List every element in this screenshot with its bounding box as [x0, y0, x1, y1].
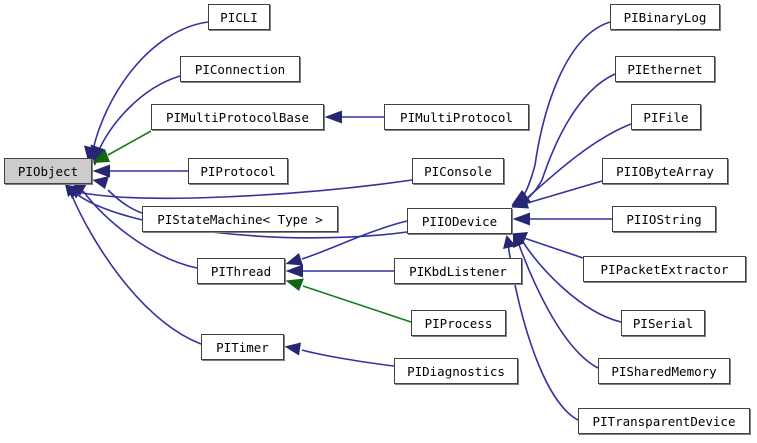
class-node-label: PIThread: [210, 263, 272, 279]
class-node-pikbdlistener[interactable]: PIKbdListener: [394, 258, 522, 284]
class-node-pithread[interactable]: PIThread: [197, 258, 285, 284]
class-node-piconnection[interactable]: PIConnection: [180, 56, 300, 82]
class-node-piobject[interactable]: PIObject: [4, 158, 92, 184]
class-node-label: PIKbdListener: [409, 263, 507, 279]
class-node-piserial[interactable]: PISerial: [621, 310, 705, 336]
class-node-pidiagnostics[interactable]: PIDiagnostics: [394, 358, 518, 384]
class-node-pisharedmemory[interactable]: PISharedMemory: [598, 358, 730, 384]
class-node-label: PISerial: [632, 315, 694, 331]
edge-piserial-piiodevice: [522, 241, 622, 323]
class-node-label: PIPacketExtractor: [600, 261, 729, 277]
class-node-label: PIConsole: [424, 163, 492, 179]
class-node-piethernet[interactable]: PIEthernet: [615, 56, 715, 82]
class-node-label: PIMultiProtocol: [400, 109, 513, 125]
class-node-label: PITimer: [216, 339, 269, 355]
class-node-label: PIStateMachine< Type >: [157, 211, 323, 227]
edge-pipacketextractor-piiodevice: [523, 237, 584, 259]
edge-piiobytearray-piiodevice: [523, 180, 603, 205]
class-node-label: PITransparentDevice: [592, 413, 736, 429]
edge-picli-piobject: [91, 21, 209, 153]
class-node-label: PIProcess: [424, 315, 493, 331]
class-node-label: PIFile: [643, 109, 689, 125]
class-node-piiobytearray[interactable]: PIIOByteArray: [602, 158, 728, 184]
edge-piiodevice-pithread: [301, 220, 408, 260]
class-node-pibinarylog[interactable]: PIBinaryLog: [610, 4, 720, 30]
arrowhead-public: [324, 110, 342, 124]
arrowhead-public: [90, 144, 105, 166]
class-node-label: PIConnection: [194, 61, 286, 77]
edge-pibinarylog-piiodevice: [515, 21, 611, 206]
arrowhead-public: [513, 235, 525, 248]
class-node-label: PIIOByteArray: [616, 163, 714, 179]
edge-piprocess-pithread: [302, 285, 412, 323]
class-node-pipacketextractor[interactable]: PIPacketExtractor: [583, 256, 746, 282]
class-node-label: PIEthernet: [627, 61, 703, 77]
class-node-label: PIIODevice: [421, 213, 498, 229]
class-node-label: PIIOString: [626, 211, 702, 227]
class-node-label: PICLI: [220, 9, 258, 25]
class-node-pistatemachine[interactable]: PIStateMachine< Type >: [142, 206, 338, 232]
arrowhead-public: [92, 176, 109, 189]
class-node-label: PISharedMemory: [611, 363, 717, 379]
class-node-pitimer[interactable]: PITimer: [201, 334, 284, 360]
arrowhead-public: [284, 342, 301, 356]
class-node-picli[interactable]: PICLI: [208, 4, 270, 30]
arrowhead-protected: [285, 278, 304, 291]
class-node-pimultiprotocolbase[interactable]: PIMultiProtocolBase: [151, 104, 324, 130]
class-node-label: PIDiagnostics: [407, 363, 505, 379]
class-node-label: PIMultiProtocolBase: [166, 109, 309, 125]
class-node-label: PIProtocol: [200, 163, 276, 179]
class-node-piconsole[interactable]: PIConsole: [412, 158, 504, 184]
class-node-label: PIBinaryLog: [623, 9, 707, 25]
edge-pistatemachine-piobject: [107, 189, 143, 214]
arrowhead-public: [66, 186, 81, 199]
arrowhead-public: [511, 196, 529, 209]
arrowhead-protected: [92, 149, 110, 163]
arrowhead-public: [512, 212, 530, 226]
arrowhead-public: [285, 264, 303, 278]
class-node-pimultiprotocol[interactable]: PIMultiProtocol: [384, 104, 529, 130]
class-node-pifile[interactable]: PIFile: [631, 104, 701, 130]
class-node-pitransparentdevice[interactable]: PITransparentDevice: [578, 408, 750, 434]
class-node-label: PIObject: [17, 163, 79, 179]
edge-pidiagnostics-pitimer: [301, 349, 395, 367]
class-node-piprotocol[interactable]: PIProtocol: [188, 158, 288, 184]
edge-piconnection-piobject: [97, 75, 181, 153]
edge-pitimer-piobject: [69, 190, 202, 345]
class-node-piprocess[interactable]: PIProcess: [411, 310, 506, 336]
class-node-piiostring[interactable]: PIIOString: [612, 206, 716, 232]
class-node-piiodevice[interactable]: PIIODevice: [407, 208, 512, 234]
edge-pisharedmemory-piiodevice: [517, 241, 599, 369]
arrowhead-public: [92, 164, 110, 178]
arrowhead-public: [285, 253, 303, 266]
edge-piconsole-piobject: [77, 179, 413, 200]
edge-pimultiprotocolbase-piobject: [107, 130, 152, 156]
arrowhead-public: [503, 235, 516, 249]
edge-pithread-piobject: [82, 190, 198, 269]
